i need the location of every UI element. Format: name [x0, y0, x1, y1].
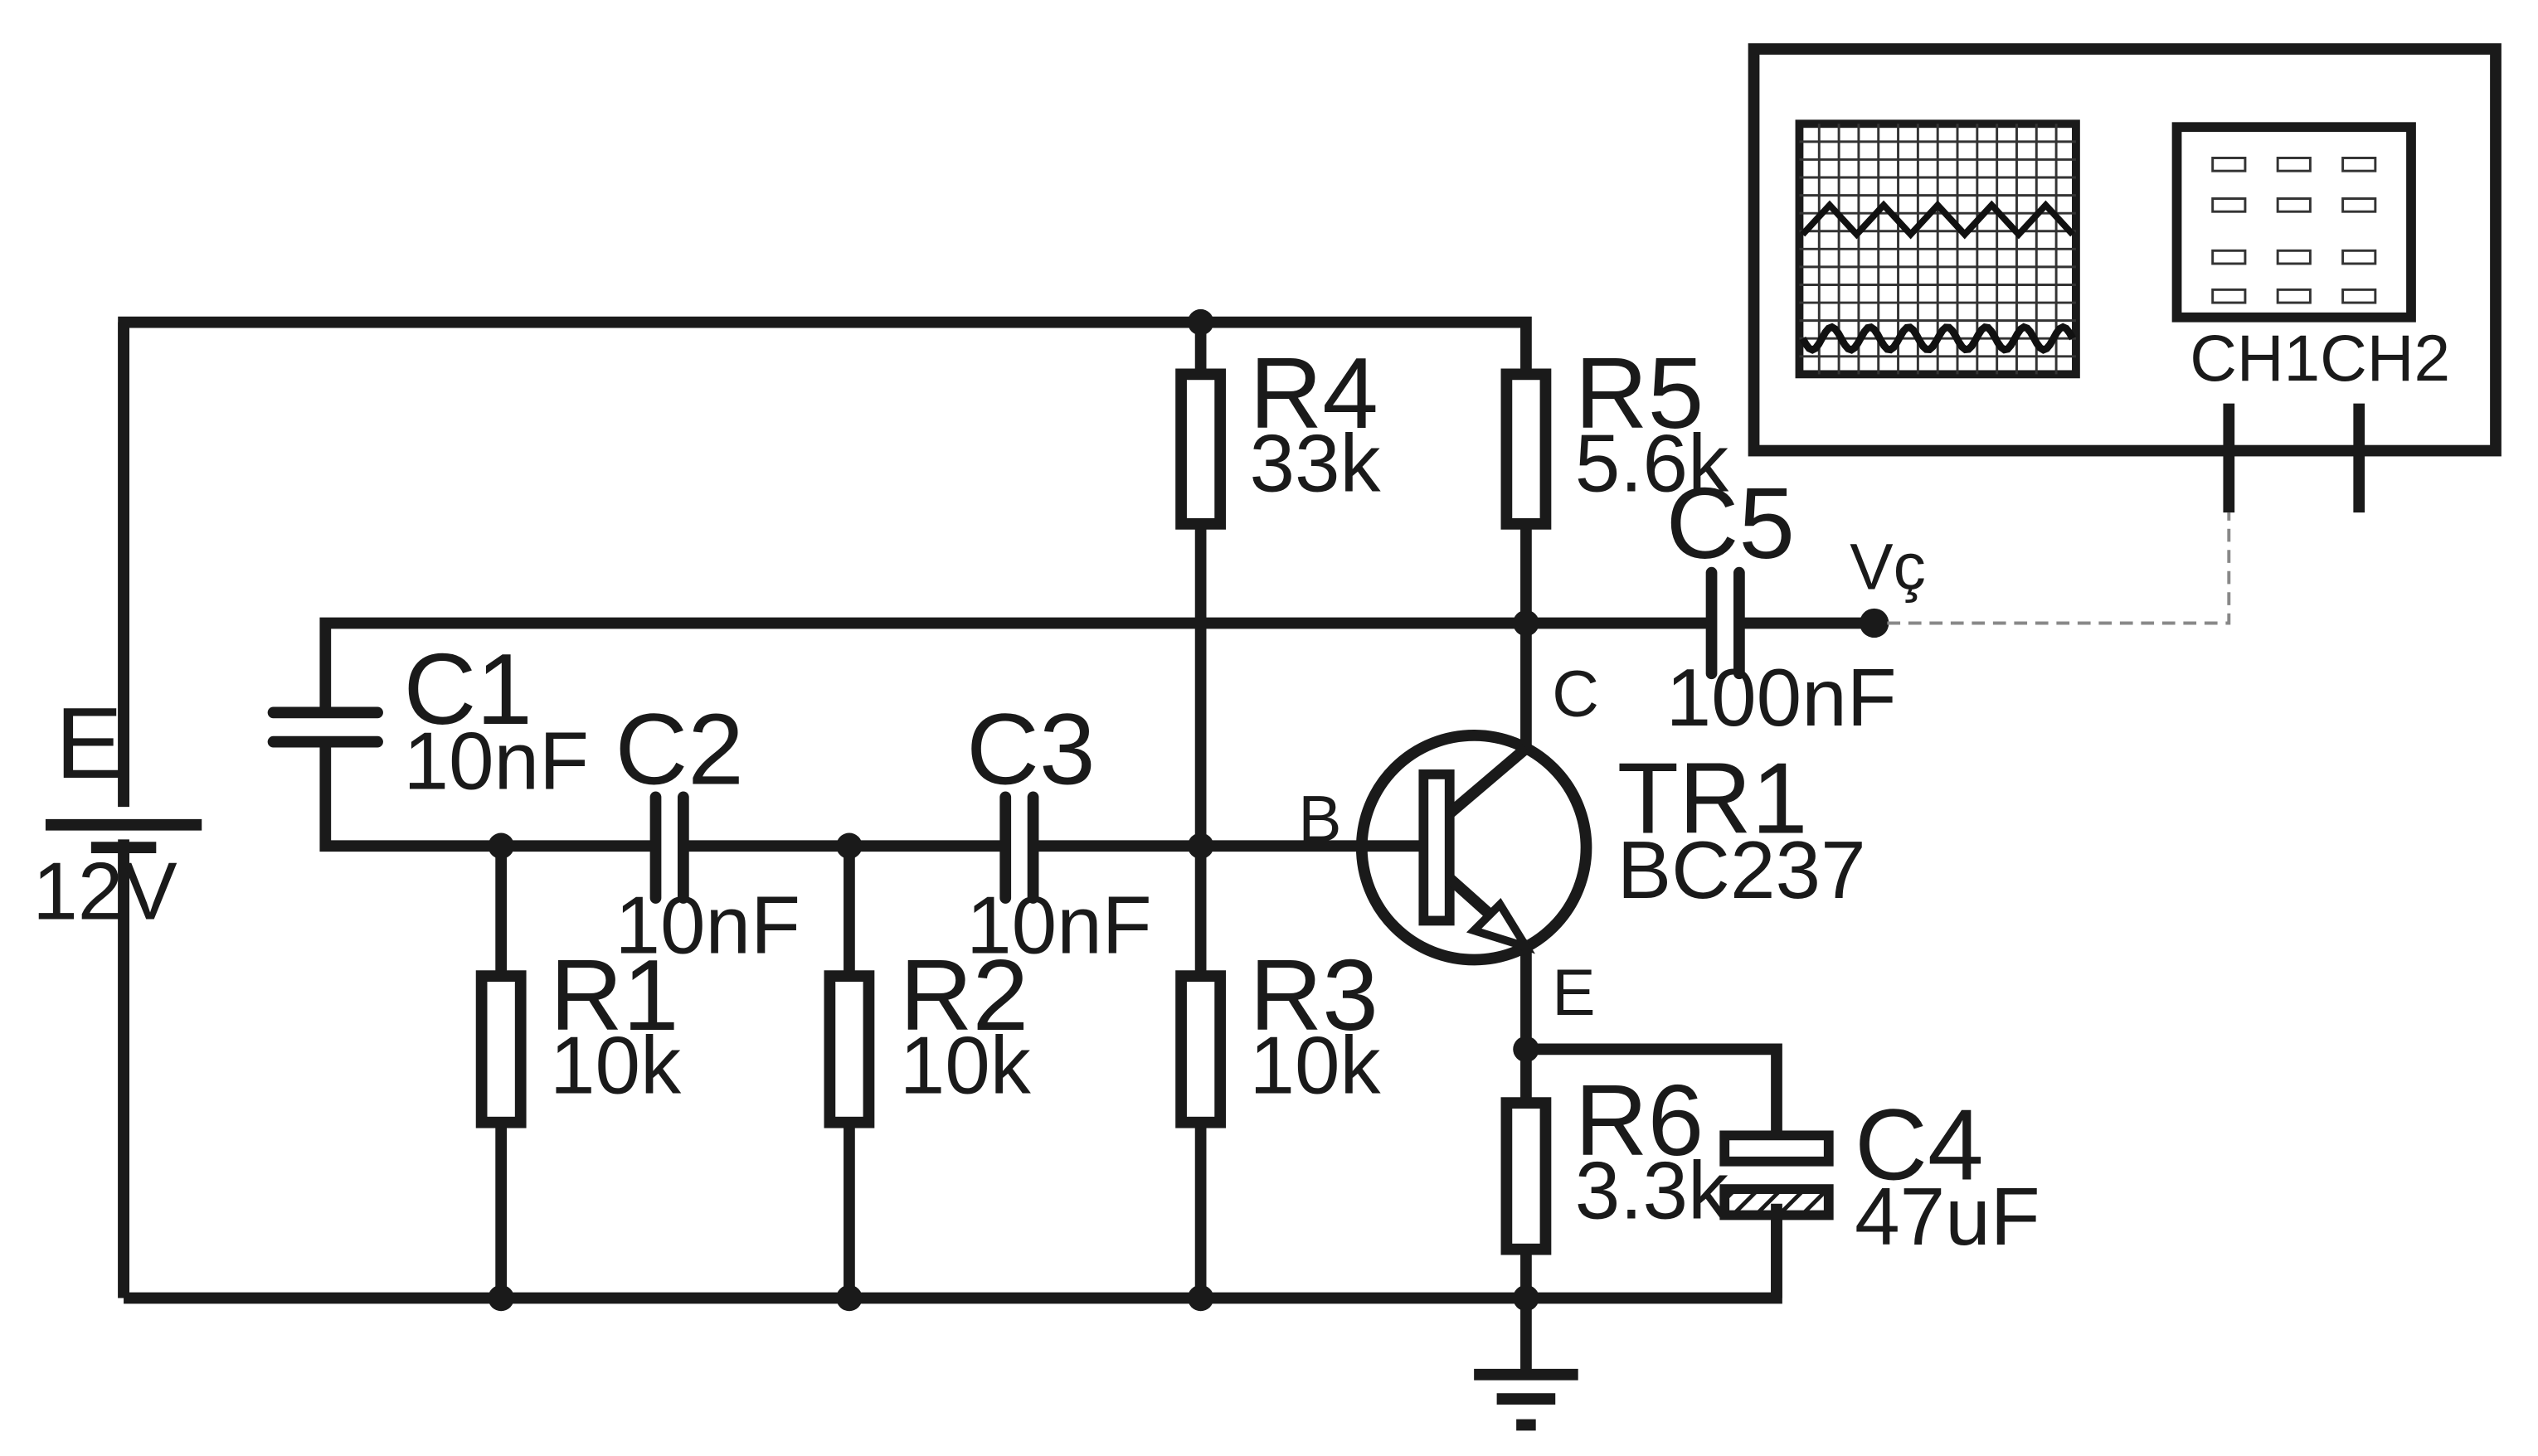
c3-label: C3 [966, 693, 1095, 806]
c2-label: C2 [615, 693, 743, 806]
c4-value: 47uF [1855, 1171, 2040, 1262]
c5-label: C5 [1666, 467, 1795, 580]
scope-button-5[interactable] [2276, 197, 2312, 213]
r2-label: R2 [900, 939, 1028, 1051]
capacitor-c2: C2 10nF [615, 693, 800, 971]
r6-label: R6 [1575, 1064, 1704, 1177]
c4-top-wire [1525, 1043, 1782, 1136]
capacitor-c3: C3 10nF [966, 693, 1152, 971]
r1-label: R1 [550, 939, 678, 1051]
resistor-r5: R5 5.6k [1500, 337, 1729, 530]
transistor-body [1355, 729, 1592, 966]
ladder-wire-1 [319, 741, 651, 852]
oscilloscope-controls [2171, 122, 2416, 323]
ch2-label: CH2 [2320, 322, 2450, 395]
junction-dots [488, 308, 1539, 1312]
capacitor-c1: C1 10nF [267, 633, 589, 807]
r4-label: R4 [1249, 337, 1378, 449]
capacitor-c5: C5 100nF [1666, 467, 1897, 743]
tr1-pin-b: B [1298, 782, 1341, 855]
tr1-pin-e: E [1552, 956, 1595, 1029]
r4-value: 33k [1249, 418, 1381, 509]
r6-value: 3.3k [1575, 1144, 1729, 1235]
scope-button-4[interactable] [2211, 197, 2247, 213]
c1-value: 10nF [403, 716, 589, 807]
resistor-r4: R4 33k [1175, 337, 1382, 530]
c2-value: 10nF [615, 880, 800, 971]
battery-value: 12V [32, 845, 177, 936]
ground-icon [1474, 1368, 1578, 1431]
resistor-r6: R6 3.3k [1500, 1064, 1729, 1255]
channel1-trace [1800, 200, 2075, 240]
r5-label: R5 [1575, 337, 1704, 449]
r2-value: 10k [900, 1019, 1032, 1110]
scope-button-1[interactable] [2211, 157, 2247, 172]
oscilloscope-screen [1795, 119, 2080, 379]
battery-e: E 12V [32, 687, 215, 936]
tr1-pin-c: C [1552, 657, 1599, 730]
emitter-arrow-icon [1466, 897, 1535, 954]
scope-button-6[interactable] [2341, 197, 2377, 213]
feedback-wire [319, 617, 1709, 713]
scope-button-7[interactable] [2211, 249, 2247, 265]
output-node: Vç [1850, 512, 2231, 638]
scope-button-10[interactable] [2211, 288, 2247, 304]
scope-button-12[interactable] [2341, 288, 2377, 304]
r3-value: 10k [1249, 1019, 1381, 1110]
r3-label: R3 [1249, 939, 1378, 1051]
oscilloscope: CH1 CH2 [1748, 43, 2502, 513]
channel2-trace [1799, 323, 2076, 354]
scope-button-9[interactable] [2341, 249, 2377, 265]
output-terminal [1860, 608, 1889, 638]
probe-dashed-wire [1887, 512, 2231, 625]
resistor-r2: R2 10k [824, 939, 1032, 1128]
resistor-r3: R3 10k [1175, 939, 1382, 1128]
transistor-tr1: TR1 BC237 B C E [1298, 657, 1865, 1029]
scope-button-8[interactable] [2276, 249, 2312, 265]
tr1-model: BC237 [1617, 824, 1866, 915]
c5-value: 100nF [1666, 652, 1897, 743]
scope-button-2[interactable] [2276, 157, 2312, 172]
wires [118, 316, 1874, 1375]
c1-label: C1 [403, 633, 532, 745]
battery-label: E [56, 687, 123, 799]
tr1-label: TR1 [1617, 742, 1808, 855]
c4-label: C4 [1855, 1088, 1983, 1201]
scope-button-3[interactable] [2341, 157, 2377, 172]
ch1-label: CH1 [2190, 322, 2320, 395]
scope-button-11[interactable] [2276, 288, 2312, 304]
capacitor-c4: C4 47uF [1719, 1088, 2040, 1298]
resistor-r1: R1 10k [475, 939, 682, 1128]
r1-value: 10k [550, 1019, 682, 1110]
transistor-collector [1446, 744, 1530, 818]
output-label: Vç [1850, 530, 1926, 603]
c3-value: 10nF [966, 880, 1152, 971]
transistor-base-bar [1418, 769, 1455, 926]
r5-value: 5.6k [1575, 418, 1729, 509]
